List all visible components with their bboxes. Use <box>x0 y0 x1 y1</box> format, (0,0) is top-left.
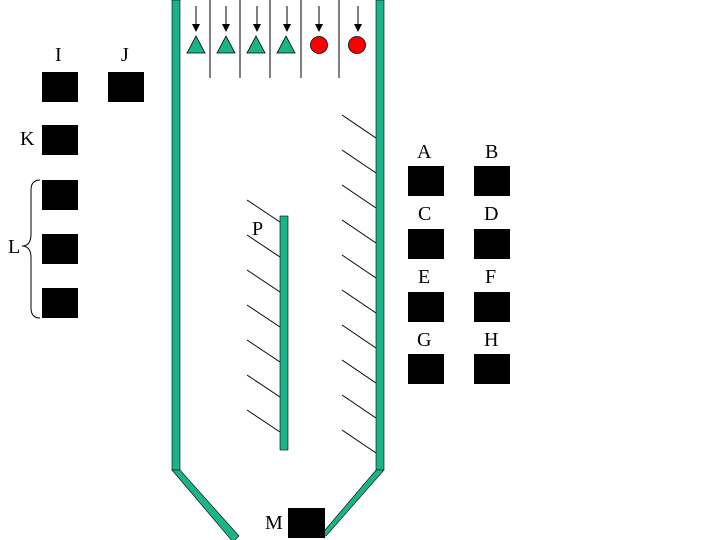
right-wall <box>375 0 385 471</box>
plate-p-hatching <box>246 199 281 433</box>
down-arrow-icon <box>253 6 261 32</box>
block-a <box>408 166 444 196</box>
top-dividers <box>209 0 340 78</box>
block-b <box>474 166 510 196</box>
block-m <box>288 508 325 538</box>
right-wall-hatching <box>341 114 377 454</box>
label-f: F <box>485 266 496 288</box>
block-l-3 <box>42 288 78 318</box>
label-h: H <box>484 329 498 351</box>
left-funnel-wall <box>171 469 240 540</box>
red-circle-icon <box>310 36 328 54</box>
label-l: L <box>8 236 20 258</box>
block-j <box>108 72 144 102</box>
arrows <box>192 6 362 32</box>
container <box>171 0 385 540</box>
block-l-2 <box>42 234 78 264</box>
left-wall <box>171 0 181 471</box>
down-arrow-icon <box>315 6 323 32</box>
block-e <box>408 292 444 322</box>
right-blocks <box>408 166 510 384</box>
label-g: G <box>417 329 431 351</box>
block-k <box>42 125 78 155</box>
green-triangle-icon <box>246 35 266 54</box>
label-e: E <box>418 266 430 288</box>
markers <box>186 35 366 54</box>
label-b: B <box>485 141 498 163</box>
left-blocks <box>42 72 144 318</box>
red-circle-icon <box>348 36 366 54</box>
down-arrow-icon <box>222 6 230 32</box>
down-arrow-icon <box>283 6 291 32</box>
labels: I J K L A B C D E F G H P M <box>8 44 498 534</box>
block-i <box>42 72 78 102</box>
green-triangle-icon <box>216 35 236 54</box>
down-arrow-icon <box>192 6 200 32</box>
label-j: J <box>121 44 129 66</box>
brace-l <box>21 179 41 319</box>
green-triangle-icon <box>276 35 296 54</box>
right-funnel-wall <box>319 469 385 537</box>
label-i: I <box>55 44 62 66</box>
down-arrow-icon <box>354 6 362 32</box>
block-d <box>474 229 510 259</box>
label-m: M <box>265 512 283 534</box>
label-k: K <box>20 128 35 150</box>
label-a: A <box>417 141 432 163</box>
label-c: C <box>418 203 431 225</box>
label-d: D <box>484 203 498 225</box>
plate-p <box>279 215 289 451</box>
block-l-1 <box>42 180 78 210</box>
green-triangle-icon <box>186 35 206 54</box>
block-f <box>474 292 510 322</box>
block-h <box>474 354 510 384</box>
label-p: P <box>252 218 263 240</box>
block-g <box>408 354 444 384</box>
block-c <box>408 229 444 259</box>
